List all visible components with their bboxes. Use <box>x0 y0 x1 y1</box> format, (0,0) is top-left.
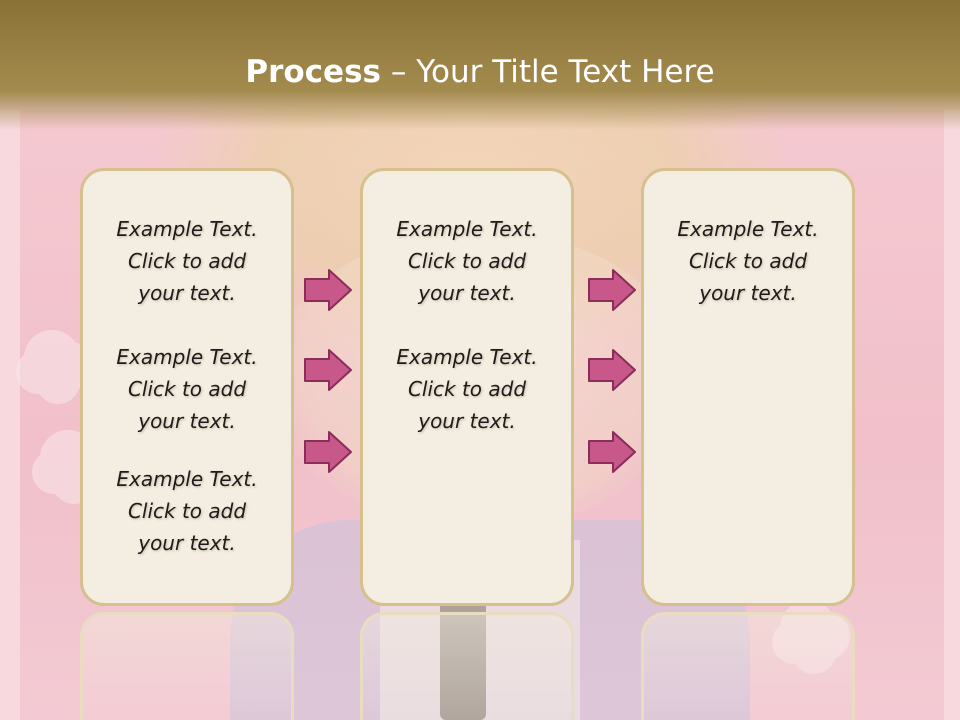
right-arrow-icon <box>588 269 636 311</box>
flower-decoration <box>24 330 80 386</box>
column-reflection <box>641 612 855 720</box>
right-arrow-icon <box>304 349 352 391</box>
background-edge-right <box>944 110 960 720</box>
title-rest: – Your Title Text Here <box>381 54 715 90</box>
step-2-text-2[interactable]: Example Text. Click to add your text. <box>396 345 538 433</box>
slide-title[interactable]: Process – Your Title Text Here <box>0 54 960 90</box>
step-3-text-1[interactable]: Example Text. Click to add your text. <box>677 217 819 305</box>
step-1-text-3[interactable]: Example Text. Click to add your text. <box>116 467 258 555</box>
title-strong: Process <box>245 54 381 90</box>
background-illustration-tie <box>440 590 486 720</box>
step-1-text-2[interactable]: Example Text. Click to add your text. <box>116 345 258 433</box>
column-reflection <box>80 612 294 720</box>
process-step-3-box[interactable]: Example Text. Click to add your text. <box>641 168 855 606</box>
title-bar <box>0 0 960 130</box>
process-step-1-box[interactable]: Example Text. Click to add your text. Ex… <box>80 168 294 606</box>
background-edge-left <box>0 110 20 720</box>
step-2-text-1[interactable]: Example Text. Click to add your text. <box>396 217 538 305</box>
flower-decoration <box>780 600 836 656</box>
step-1-text-1[interactable]: Example Text. Click to add your text. <box>116 217 258 305</box>
right-arrow-icon <box>588 349 636 391</box>
process-step-2-box[interactable]: Example Text. Click to add your text. Ex… <box>360 168 574 606</box>
right-arrow-icon <box>588 431 636 473</box>
right-arrow-icon <box>304 269 352 311</box>
right-arrow-icon <box>304 431 352 473</box>
column-reflection <box>360 612 574 720</box>
